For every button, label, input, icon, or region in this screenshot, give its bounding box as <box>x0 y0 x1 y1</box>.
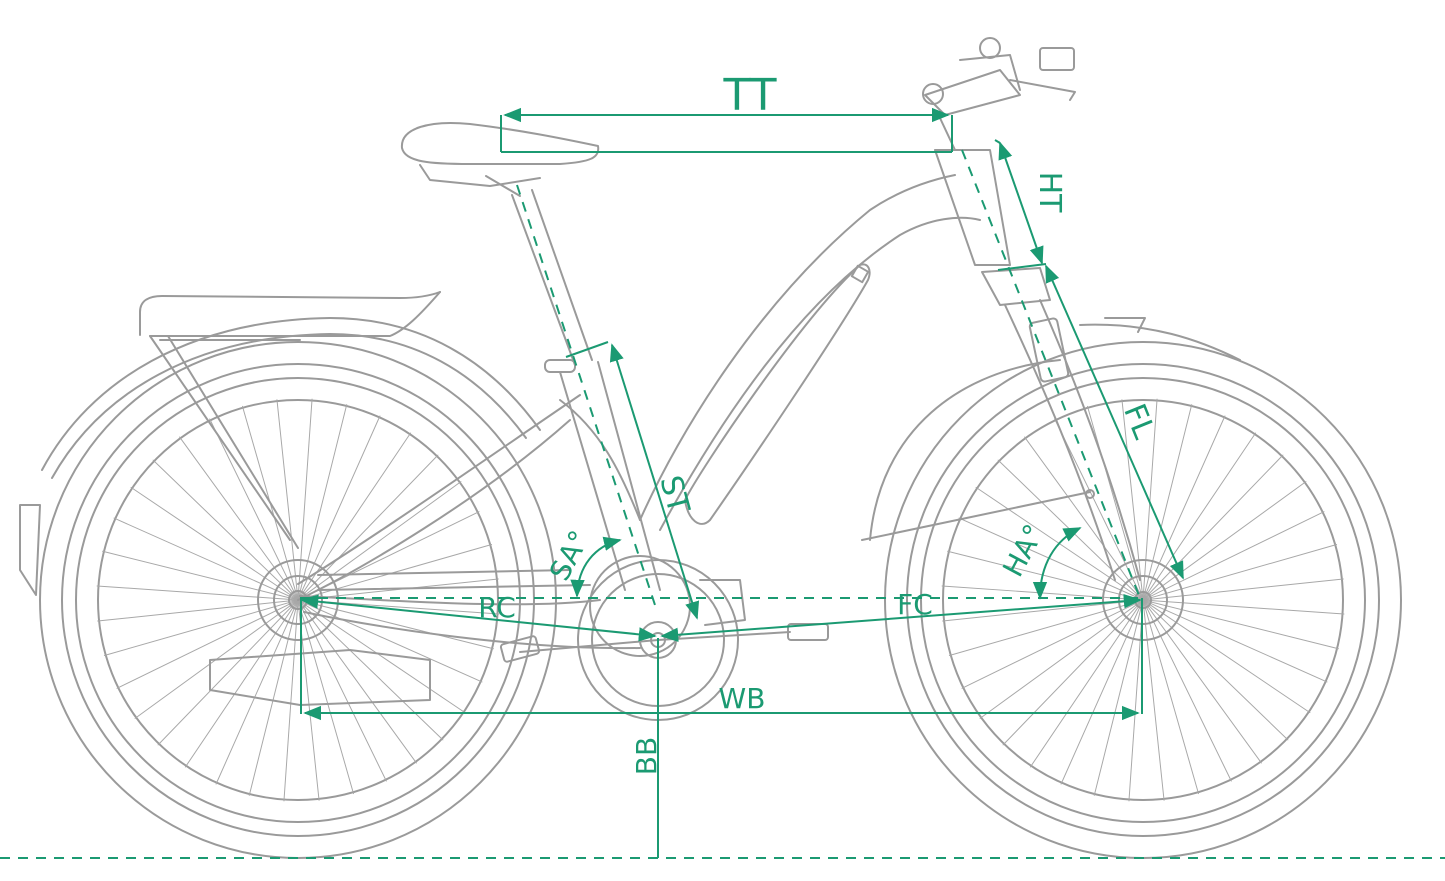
sa-arc <box>570 536 622 598</box>
bike-line-art <box>19 37 1402 859</box>
rc-dimension <box>300 594 657 642</box>
seat-assembly <box>400 122 661 591</box>
rc-label: RC <box>478 591 516 624</box>
rear-rack <box>19 291 541 596</box>
geometry-overlay: TT HT ST SA° HA° FL RC FC WB <box>0 70 1445 859</box>
rear-triangle <box>297 394 641 650</box>
cockpit <box>922 37 1076 151</box>
st-dimension <box>609 343 700 620</box>
sa-label: SA° <box>543 525 596 586</box>
wb-label: WB <box>719 682 766 715</box>
tt-label: TT <box>723 70 777 121</box>
fc-label: FC <box>897 588 933 621</box>
ht-label: HT <box>1032 172 1067 214</box>
bb-label: BB <box>630 737 663 775</box>
front-end <box>861 149 1241 581</box>
ht-dimension <box>998 141 1044 265</box>
fl-dimension <box>1045 264 1184 580</box>
fc-dimension <box>660 594 1142 642</box>
